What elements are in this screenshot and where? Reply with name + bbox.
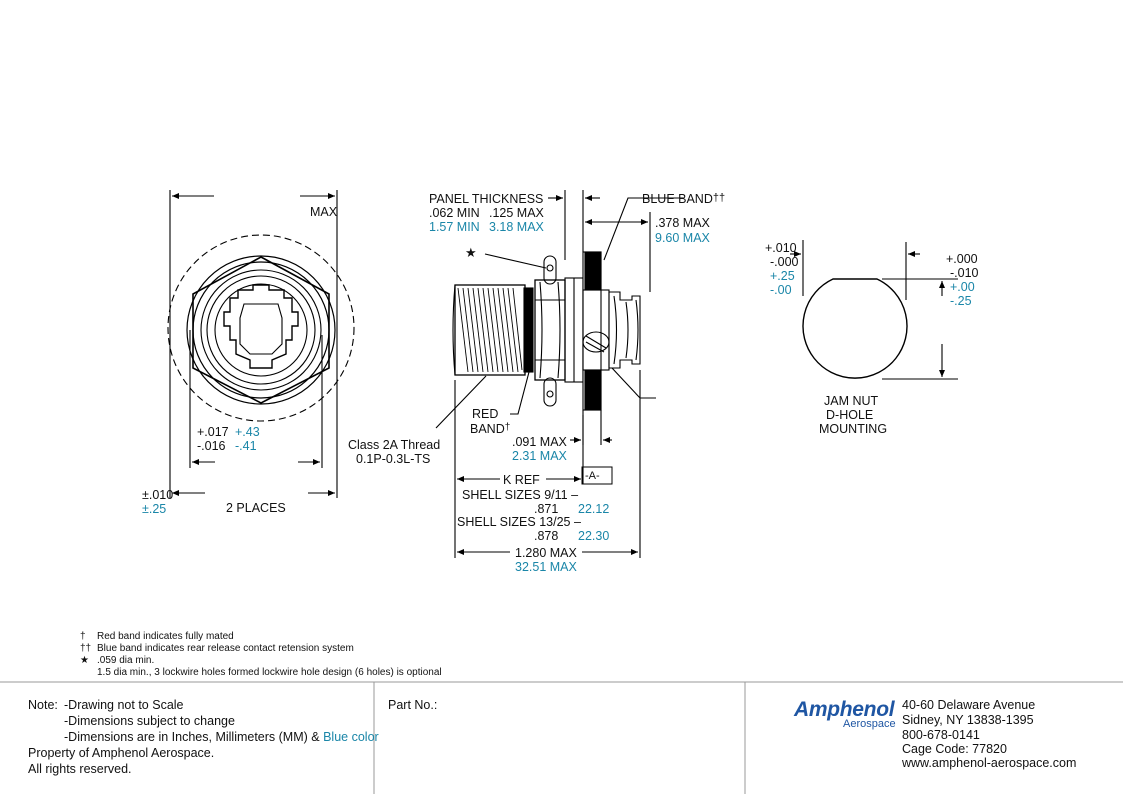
blue-band-dagger: †† [712, 192, 726, 204]
address-line-1: 40-60 Delaware Avenue [902, 698, 1036, 712]
thread-label-2: 0.1P-0.3L-TS [356, 452, 431, 466]
part-no-label: Part No.: [388, 698, 438, 712]
k-ref-label: K REF [503, 473, 540, 487]
panel-max-in: .125 MAX [489, 206, 544, 220]
max-091-mm: 2.31 MAX [512, 449, 567, 463]
dhole-view [790, 240, 958, 380]
front-tol-pm-in: ±.010 [142, 488, 174, 502]
front-tol-minus-in: -.016 [197, 439, 226, 453]
dhole-left-plus-mm: +.25 [770, 269, 795, 283]
rights-text: All rights reserved. [28, 762, 132, 776]
dhole-left-plus-in: +.010 [765, 241, 797, 255]
red-band-mark [523, 287, 534, 373]
max-378-in: .378 MAX [655, 216, 710, 230]
panel-thickness-label: PANEL THICKNESS [429, 192, 544, 206]
footnote-star-icon: ★ [80, 655, 89, 666]
footnote-mark: † [80, 631, 86, 642]
blue-band-text: BLUE BAND [642, 192, 713, 206]
overall-length-mm: 32.51 MAX [515, 560, 577, 574]
amphenol-logo: Amphenol [794, 698, 895, 721]
dhole-caption-1: JAM NUT [824, 394, 879, 408]
red-band-label: BAND† [470, 421, 510, 436]
front-tol-plus-mm: +.43 [235, 425, 260, 439]
dhole-caption-3: MOUNTING [819, 422, 888, 436]
shell-1-in: .871 [534, 502, 559, 516]
side-view [435, 190, 684, 558]
phone-number: 800-678-0141 [902, 728, 980, 742]
front-tol-pm-mm: ±.25 [142, 502, 167, 516]
shell-2-in: .878 [534, 529, 559, 543]
footnote-text: Red band indicates fully mated [97, 631, 234, 642]
footnote-text: .059 dia min. [97, 655, 155, 666]
footnote-text: Blue band indicates rear release contact… [97, 643, 354, 654]
red-band-dagger: † [504, 422, 511, 433]
note-line-3-blue: Blue color [323, 730, 379, 744]
front-tol-plus-in: +.017 [197, 425, 229, 439]
datum-a-label: -A- [585, 470, 600, 482]
star-icon: ★ [465, 245, 477, 260]
blue-band-label: BLUE BAND†† [642, 191, 725, 206]
panel-min-in: .062 MIN [429, 206, 480, 220]
website-link[interactable]: www.amphenol-aerospace.com [902, 756, 1077, 770]
footnote-mark: †† [80, 643, 92, 654]
shell-2-mm: 22.30 [578, 529, 610, 543]
front-places-label: 2 PLACES [226, 501, 286, 515]
amphenol-logo-sub: Aerospace [843, 718, 896, 730]
panel-min-mm: 1.57 MIN [429, 220, 480, 234]
red-band-label-1: RED [472, 407, 499, 421]
dhole-right-plus-mm: +.00 [950, 280, 975, 294]
note-label: Note: [28, 698, 58, 712]
dhole-caption-2: D-HOLE [826, 408, 874, 422]
red-band-text: BAND [470, 422, 505, 436]
max-091-in: .091 MAX [512, 435, 567, 449]
dhole-right-minus-mm: -.25 [950, 294, 972, 308]
dhole-right-plus-in: +.000 [946, 252, 978, 266]
cage-code: Cage Code: 77820 [902, 742, 1007, 756]
thread-label-1: Class 2A Thread [348, 438, 441, 452]
note-line-3-text: -Dimensions are in Inches, Millimeters (… [64, 730, 320, 744]
max-378-mm: 9.60 MAX [655, 231, 710, 245]
note-line-2: -Dimensions subject to change [64, 714, 235, 728]
dhole-right-minus-in: -.010 [950, 266, 979, 280]
property-text: Property of Amphenol Aerospace. [28, 746, 215, 760]
front-max-label: MAX [310, 205, 338, 219]
overall-length-in: 1.280 MAX [515, 546, 577, 560]
title-block-frame [0, 681, 1123, 794]
note-line-1: -Drawing not to Scale [64, 698, 184, 712]
shell-sizes-1: SHELL SIZES 9/11 – [462, 488, 579, 502]
shell-sizes-2: SHELL SIZES 13/25 – [457, 515, 581, 529]
shell-1-mm: 22.12 [578, 502, 610, 516]
dhole-left-minus-in: -.000 [770, 255, 799, 269]
front-view [167, 190, 355, 498]
footnote-text: 1.5 dia min., 3 lockwire holes formed lo… [97, 667, 442, 678]
dhole-left-minus-mm: -.00 [770, 283, 792, 297]
address-line-2: Sidney, NY 13838-1395 [902, 713, 1034, 727]
front-tol-minus-mm: -.41 [235, 439, 257, 453]
panel-max-mm: 3.18 MAX [489, 220, 544, 234]
note-line-3: -Dimensions are in Inches, Millimeters (… [64, 730, 379, 744]
